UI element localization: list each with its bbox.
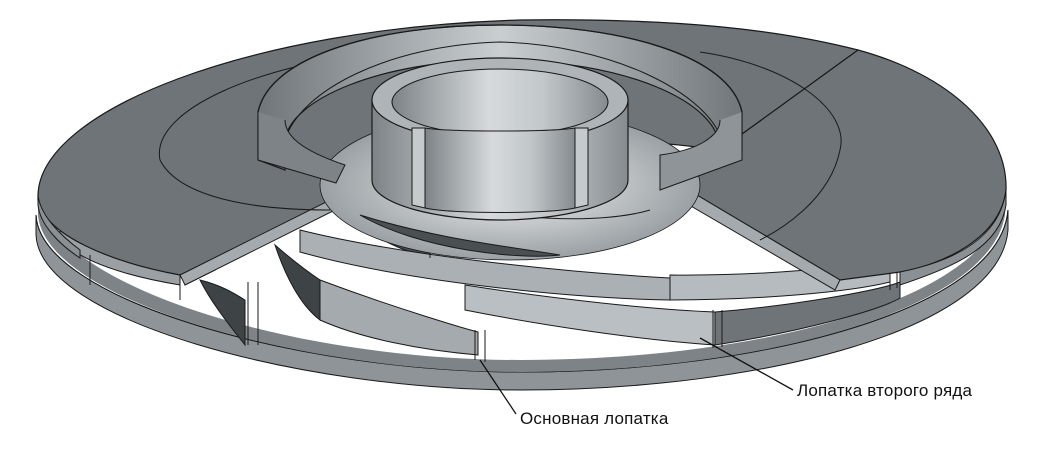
hub — [371, 57, 629, 221]
leader-line-second-row — [699, 337, 794, 391]
label-main-blade: Основная лопатка — [520, 409, 669, 428]
label-second-row-blade: Лопатка второго ряда — [797, 381, 973, 400]
leader-line-main-blade — [479, 359, 517, 415]
main-blade-face — [273, 243, 321, 322]
main-blade-face — [199, 279, 246, 347]
seal-ring — [257, 24, 743, 191]
